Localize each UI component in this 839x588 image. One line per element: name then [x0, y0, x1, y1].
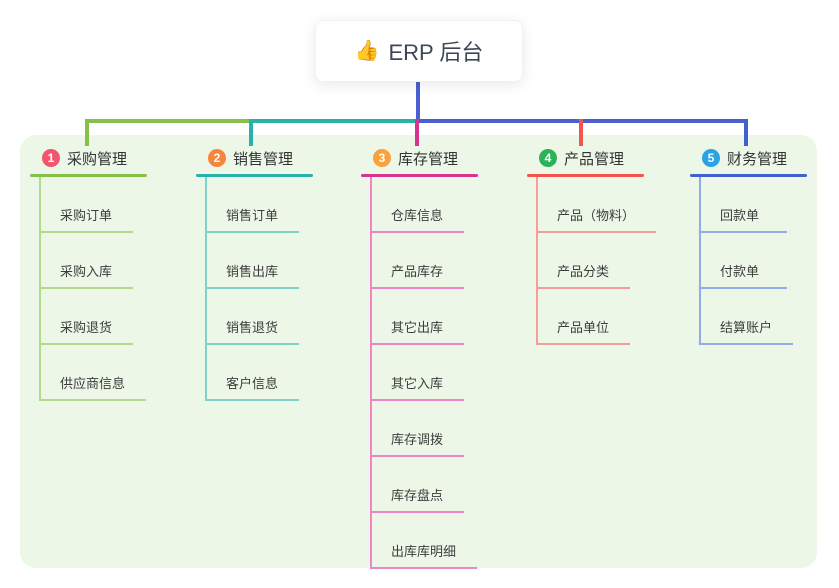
child-node[interactable]: 其它出库: [372, 289, 465, 345]
child-node[interactable]: 仓库信息: [372, 177, 465, 233]
root-node[interactable]: 👍 ERP 后台: [315, 20, 523, 82]
child-node[interactable]: 其它入库: [372, 345, 465, 401]
child-node[interactable]: 采购入库: [41, 233, 134, 289]
branch-underline: [527, 174, 644, 177]
child-node[interactable]: 客户信息: [207, 345, 300, 401]
child-node[interactable]: 产品分类: [538, 233, 631, 289]
branch-underline: [690, 174, 807, 177]
branch-header[interactable]: 4 产品管理: [527, 148, 656, 168]
branch-header[interactable]: 5 财务管理: [690, 148, 807, 168]
child-node[interactable]: 供应商信息: [41, 345, 147, 401]
branch-column: 1 采购管理采购订单采购入库采购退货供应商信息: [30, 148, 147, 401]
child-node[interactable]: 销售出库: [207, 233, 300, 289]
thumbs-up-icon: 👍: [354, 40, 380, 62]
connector-line: [85, 119, 253, 123]
branch-column: 2 销售管理销售订单销售出库销售退货客户信息: [196, 148, 313, 401]
branch-column: 5 财务管理回款单付款单结算账户: [690, 148, 807, 345]
branch-column: 4 产品管理产品（物料）产品分类产品单位: [527, 148, 657, 345]
branch-children: 采购订单采购入库采购退货供应商信息: [39, 177, 147, 401]
child-node[interactable]: 产品（物料）: [538, 177, 657, 233]
branch-column: 3 库存管理仓库信息产品库存其它出库其它入库库存调拨库存盘点出库库明细: [361, 148, 478, 569]
child-node[interactable]: 结算账户: [701, 289, 794, 345]
root-label: ERP 后台: [388, 40, 484, 65]
branch-number-badge: 1: [42, 149, 60, 167]
branches-panel: [20, 135, 817, 568]
branch-children: 销售订单销售出库销售退货客户信息: [205, 177, 313, 401]
branch-underline: [30, 174, 147, 177]
child-node[interactable]: 销售退货: [207, 289, 300, 345]
branch-number-badge: 3: [373, 149, 391, 167]
child-node[interactable]: 采购退货: [41, 289, 134, 345]
branch-children: 产品（物料）产品分类产品单位: [536, 177, 657, 345]
branch-underline: [196, 174, 313, 177]
branch-underline: [361, 174, 478, 177]
child-node[interactable]: 产品库存: [372, 233, 465, 289]
child-node[interactable]: 采购订单: [41, 177, 134, 233]
connector-line: [415, 119, 419, 146]
connector-line: [249, 119, 253, 146]
branch-title[interactable]: 库存管理: [398, 150, 459, 168]
child-node[interactable]: 库存盘点: [372, 457, 465, 513]
branch-children: 仓库信息产品库存其它出库其它入库库存调拨库存盘点出库库明细: [370, 177, 478, 569]
connector-line: [416, 82, 420, 123]
branch-title[interactable]: 财务管理: [727, 150, 788, 168]
connector-line: [85, 119, 89, 146]
branch-number-badge: 4: [539, 149, 557, 167]
connector-line: [251, 119, 417, 123]
branch-number-badge: 2: [208, 149, 226, 167]
branch-title[interactable]: 销售管理: [233, 150, 294, 168]
branch-title[interactable]: 采购管理: [67, 150, 128, 168]
connector-line: [744, 119, 748, 146]
branch-header[interactable]: 3 库存管理: [361, 148, 478, 168]
branch-number-badge: 5: [702, 149, 720, 167]
child-node[interactable]: 付款单: [701, 233, 787, 289]
child-node[interactable]: 销售订单: [207, 177, 300, 233]
branch-title[interactable]: 产品管理: [564, 150, 625, 168]
child-node[interactable]: 回款单: [701, 177, 787, 233]
child-node[interactable]: 产品单位: [538, 289, 631, 345]
child-node[interactable]: 出库库明细: [372, 513, 478, 569]
branch-children: 回款单付款单结算账户: [699, 177, 807, 345]
child-node[interactable]: 库存调拨: [372, 401, 465, 457]
connector-line: [579, 119, 583, 146]
branch-header[interactable]: 2 销售管理: [196, 148, 313, 168]
branch-header[interactable]: 1 采购管理: [30, 148, 147, 168]
